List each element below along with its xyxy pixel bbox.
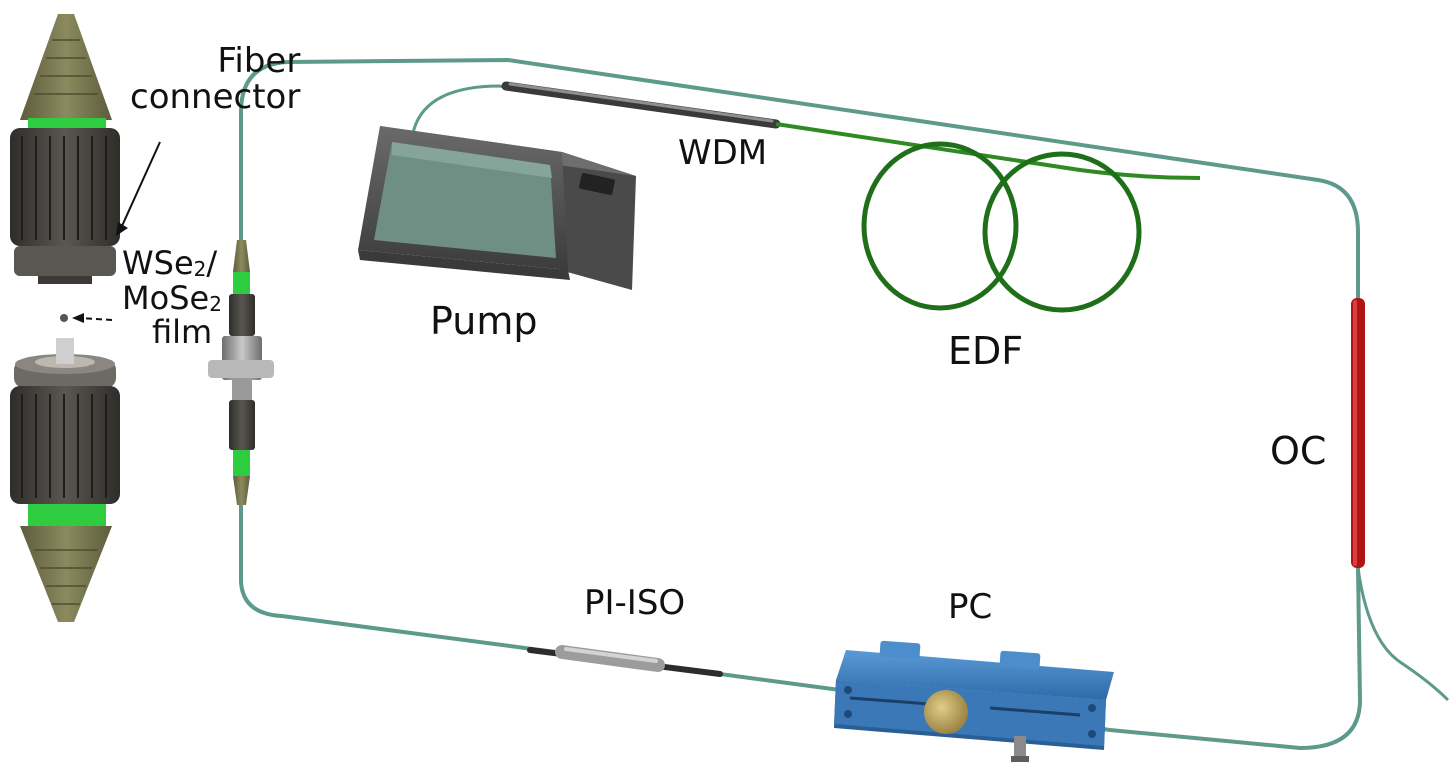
label-film-mose: MoSe xyxy=(122,278,210,317)
wdm-coupler xyxy=(501,81,781,129)
fiber-bottom xyxy=(239,505,1363,751)
label-pump: Pump xyxy=(430,299,538,343)
pump-laser xyxy=(358,126,636,290)
film-arrow xyxy=(72,313,113,323)
label-fiber-connector: Fiber connector xyxy=(130,41,301,117)
label-fiber-connector-line2: connector xyxy=(130,76,301,117)
label-wdm: WDM xyxy=(678,133,768,173)
label-pc: PC xyxy=(948,587,993,627)
output-coupler xyxy=(1351,298,1365,568)
label-pi-iso: PI-ISO xyxy=(584,583,686,623)
fiber-top xyxy=(239,57,1360,298)
label-fiber-connector-line1: Fiber xyxy=(217,41,301,81)
edf-coil xyxy=(775,122,1201,313)
fiber-pump-lead xyxy=(410,84,509,139)
label-film-wse: WSe xyxy=(122,244,194,282)
inline-connector xyxy=(208,240,274,505)
label-film-mose-sub: 2 xyxy=(209,291,222,316)
label-film: WSe2/ MoSe2 film xyxy=(122,246,222,350)
polarization-controller xyxy=(834,640,1114,762)
connector-arrow xyxy=(116,141,161,236)
label-film-line3: film xyxy=(152,313,213,352)
label-edf: EDF xyxy=(948,329,1024,373)
label-film-slash: / xyxy=(206,244,218,282)
fiber-connector-exploded xyxy=(10,14,120,622)
fiber-output-tail xyxy=(1356,567,1450,702)
label-oc: OC xyxy=(1270,429,1327,473)
label-film-line2: MoSe2 xyxy=(122,278,222,317)
pi-iso xyxy=(527,645,723,677)
label-film-wse-sub: 2 xyxy=(193,257,207,281)
label-film-line1: WSe2/ xyxy=(122,246,222,281)
